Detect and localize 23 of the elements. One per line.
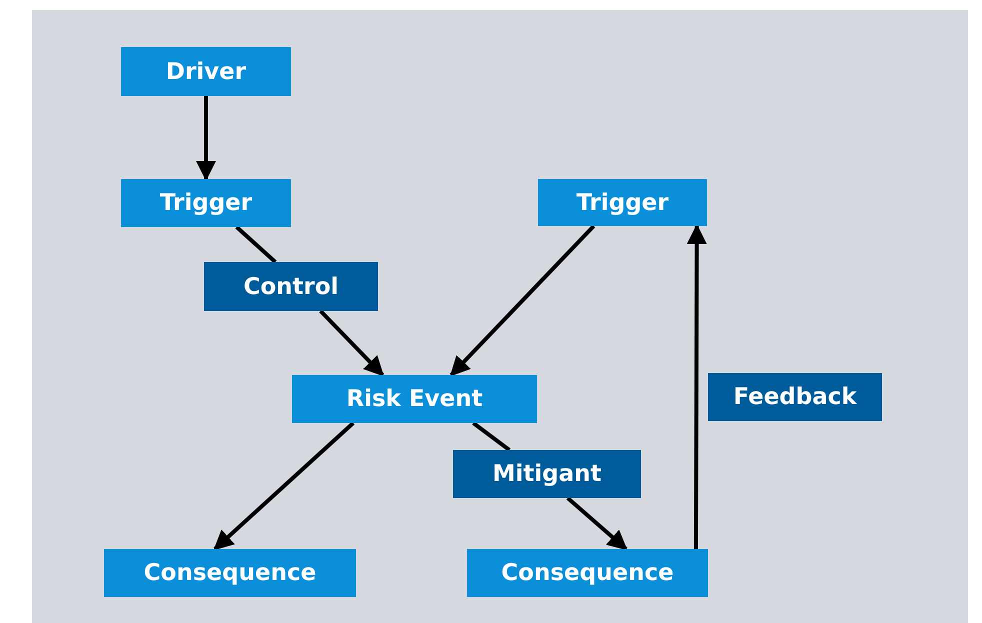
process-box xyxy=(467,549,708,597)
arrow xyxy=(319,310,384,376)
node-label: Trigger xyxy=(576,190,669,216)
node-label: Control xyxy=(243,274,339,300)
arrow xyxy=(213,422,355,550)
node-label: Driver xyxy=(166,58,246,84)
process-box xyxy=(104,549,356,597)
process-box xyxy=(121,47,291,96)
node-label: Trigger xyxy=(160,190,252,216)
process-box xyxy=(121,179,291,227)
control-box xyxy=(453,450,641,498)
arrow xyxy=(450,224,596,376)
node-label: Risk Event xyxy=(346,386,483,412)
node-label: Consequence xyxy=(144,560,316,586)
process-box xyxy=(538,179,707,226)
control-box xyxy=(204,262,378,311)
arrow xyxy=(686,224,707,549)
node-label: Mitigant xyxy=(492,461,602,487)
process-box xyxy=(292,375,537,423)
arrow xyxy=(196,96,216,181)
node-label: Feedback xyxy=(733,384,857,410)
node-label: Consequence xyxy=(501,560,674,586)
control-box xyxy=(708,373,882,421)
